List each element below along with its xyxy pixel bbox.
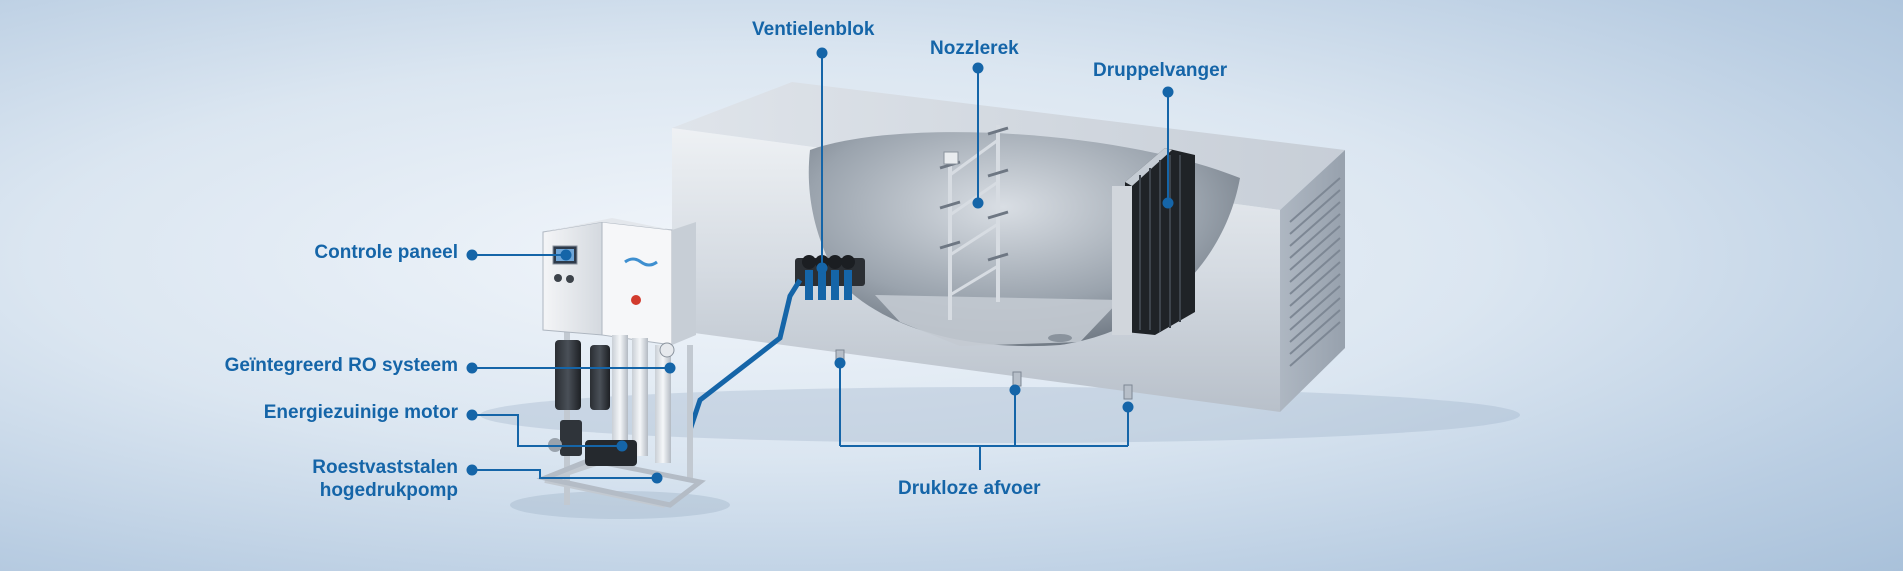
valve-block — [795, 255, 865, 300]
high-pressure-pump — [585, 440, 637, 466]
callouts — [466, 47, 1174, 484]
droplet-catcher — [1112, 148, 1195, 335]
label-ro-systeem: Geïntegreerd RO systeem — [224, 355, 458, 376]
label-controle-paneel: Controle paneel — [314, 242, 458, 263]
ro-membrane-2 — [632, 338, 648, 456]
side-louvres — [1289, 177, 1341, 367]
emergency-stop — [631, 295, 641, 305]
callout-dot-ro-systeem — [466, 362, 478, 374]
interior-floor — [875, 295, 1120, 346]
nozzle-rack — [939, 125, 1009, 320]
label-pomp-line2: hogedrukpomp — [319, 479, 458, 501]
ro-membrane-3 — [655, 345, 671, 463]
ro-membrane-1 — [612, 335, 628, 455]
motor — [555, 340, 581, 410]
label-afvoer: Drukloze afvoer — [898, 478, 1041, 499]
callout-dot-afvoer-2 — [1009, 384, 1021, 396]
label-pomp-line1: Roestvaststalen — [312, 457, 458, 478]
callout-dot-ventielenblok — [816, 47, 828, 59]
callout-dot-pomp — [466, 464, 478, 476]
callout-dot-afvoer-3 — [1122, 401, 1134, 413]
brand-logo — [624, 257, 658, 267]
callout-dot-motor — [466, 409, 478, 421]
housing — [672, 82, 1345, 412]
nozzle-rack-head — [943, 151, 959, 165]
label-ventielenblok: Ventielenblok — [752, 19, 875, 40]
feed-pipe — [687, 278, 803, 431]
pump-unit — [536, 218, 706, 508]
control-cabinet-right — [601, 221, 673, 346]
label-druppelvanger: Druppelvanger — [1093, 60, 1228, 81]
callout-dot-nozzlerek — [972, 62, 984, 74]
label-motor: Energiezuinige motor — [263, 402, 458, 423]
callout-dot-afvoer-1 — [834, 357, 846, 369]
label-pomp: Roestvaststalen hogedrukpomp — [312, 457, 458, 503]
floor-drain — [1048, 334, 1072, 342]
callout-dot-druppelvanger — [1162, 86, 1174, 98]
label-nozzlerek: Nozzlerek — [930, 38, 1019, 59]
callout-dot-controle-paneel — [466, 249, 478, 261]
